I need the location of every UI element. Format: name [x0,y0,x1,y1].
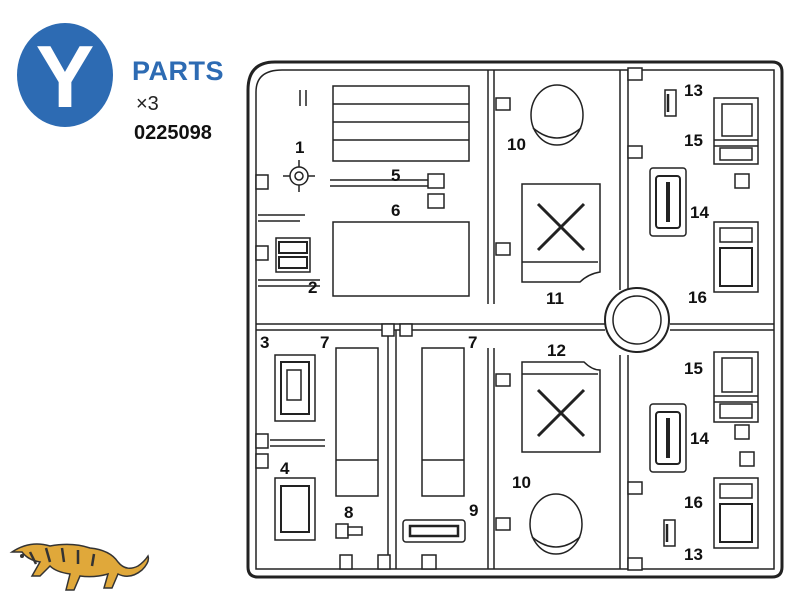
part-code: 0225098 [134,122,212,144]
part-13-clip-bottom [663,519,676,547]
part-label-15b: 15 [684,359,703,378]
sprue-gates [255,67,755,571]
part-number-labels: 1 2 3 4 5 6 7 7 8 9 10 10 11 12 13 13 14… [260,81,709,564]
part-13-clip-top [664,89,677,117]
part-5-panel [332,85,470,162]
part-label-2: 2 [308,278,317,297]
part-label-16a: 16 [688,288,707,307]
tiger-logo-icon [9,543,150,591]
part-11-panel [521,183,601,283]
part-label-7b: 7 [468,333,477,352]
part-4-box [274,477,316,541]
part-label-14b: 14 [690,429,709,448]
part-14-bottom [649,403,687,473]
part-label-13b: 13 [684,545,703,564]
part-8-bolt [335,523,363,539]
part-label-12: 12 [547,341,566,360]
parts-title: PARTS [132,56,225,86]
part-label-10a: 10 [507,135,526,154]
part-label-13a: 13 [684,81,703,100]
part-12-panel [521,361,601,453]
part-14-top [649,167,687,237]
sprue-frame [246,60,784,579]
part-label-6: 6 [391,201,400,220]
part-label-1: 1 [295,138,304,157]
part-9-grille [402,519,466,543]
sprue-letter-badge: Y [17,23,113,127]
sprue-letter: Y [36,27,95,126]
part-1-fitting [283,160,315,192]
part-10-oval-top [530,84,584,146]
part-label-15a: 15 [684,131,703,150]
part-label-3: 3 [260,333,269,352]
part-15-top [713,97,759,165]
part-label-5: 5 [391,166,400,185]
part-2-box [275,237,311,273]
parts-quantity: ×3 [136,93,159,115]
part-label-9: 9 [469,501,478,520]
part-label-14a: 14 [690,203,709,222]
part-7-strips [335,347,465,497]
part-16-bottom [713,477,759,549]
part-label-16b: 16 [684,493,703,512]
part-15-bottom [713,351,759,423]
part-label-4: 4 [280,459,290,478]
part-label-8: 8 [344,503,353,522]
part-16-top [713,221,759,293]
part-10-oval-bottom [529,493,583,555]
part-label-11: 11 [546,289,564,308]
part-label-7a: 7 [320,333,329,352]
part-label-10b: 10 [512,473,531,492]
part-6-panel [332,221,470,297]
part-3-box [274,354,316,422]
